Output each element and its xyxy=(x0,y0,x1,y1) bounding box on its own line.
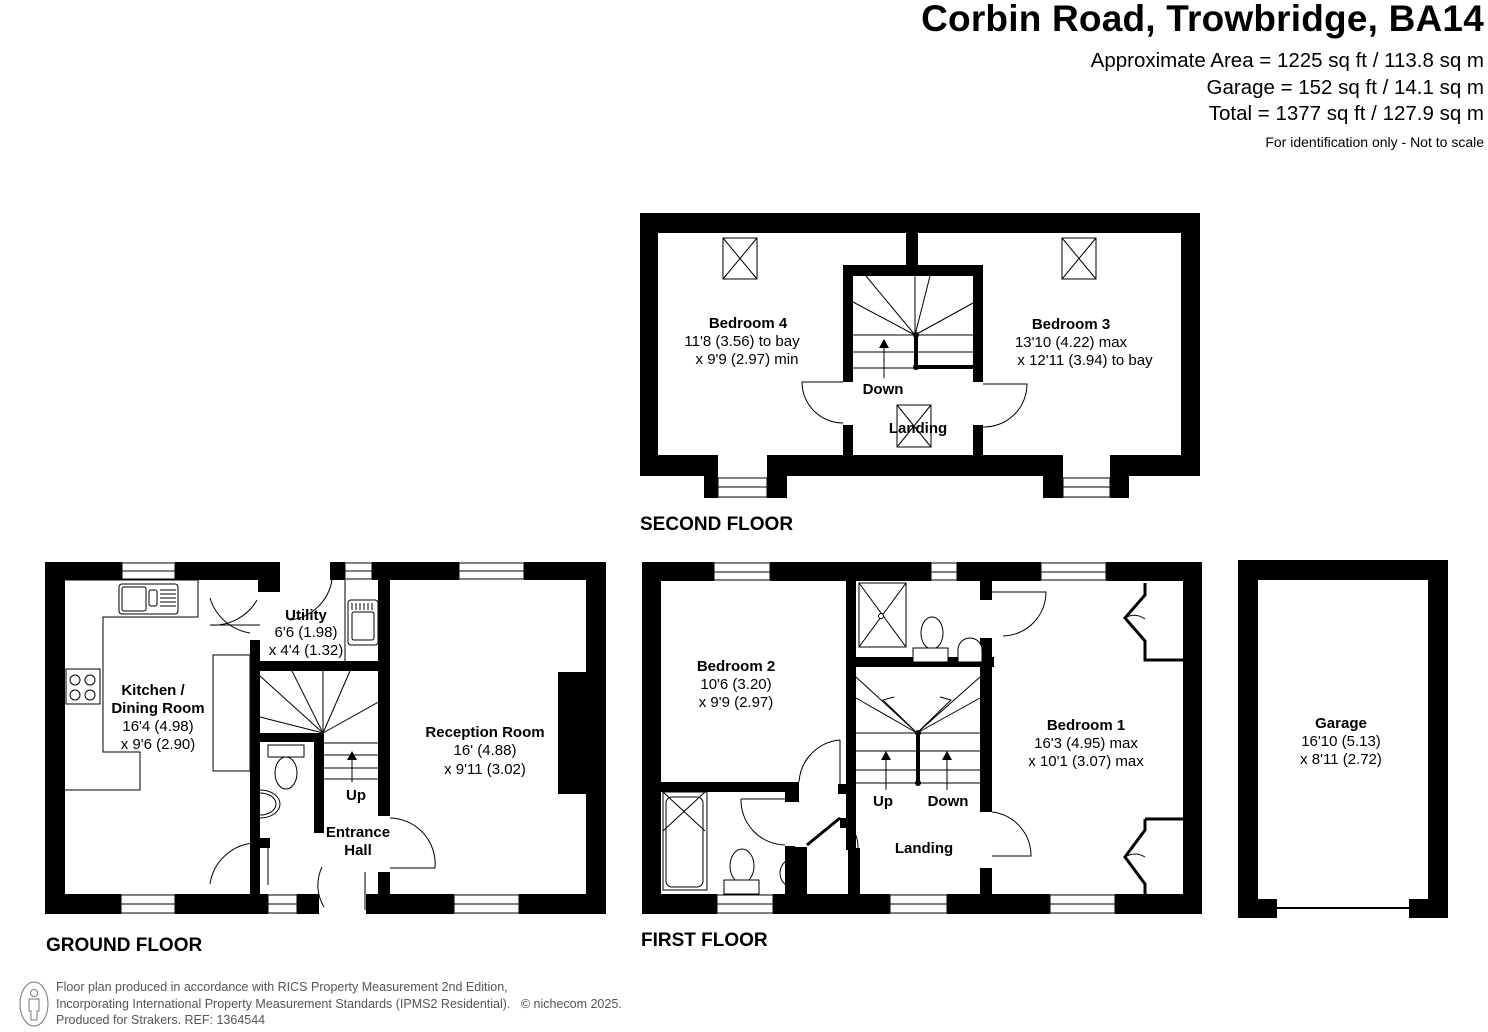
floor-label: SECOND FLOOR xyxy=(640,514,793,535)
room-name: Landing xyxy=(889,420,947,437)
basin-icon xyxy=(779,857,796,889)
footer-line: Incorporating International Property Mea… xyxy=(56,996,511,1011)
sink-icon xyxy=(118,583,179,615)
stairs-up-label: Up xyxy=(873,793,893,810)
room-dimensions: 6'6 (1.98) xyxy=(275,624,338,641)
room-dimensions: x 9'9 (2.97) xyxy=(699,694,774,711)
property-title: Corbin Road, Trowbridge, BA14 xyxy=(921,0,1484,39)
room-name: Landing xyxy=(895,840,953,857)
garage-area: Garage = 152 sq ft / 14.1 sq m xyxy=(1206,76,1484,99)
room-name: Garage xyxy=(1315,715,1367,732)
room-name: Reception Room xyxy=(425,724,544,741)
skylight-icon xyxy=(896,404,932,448)
toilet-icon xyxy=(912,616,949,663)
room-dimensions: x 9'9 (2.97) min xyxy=(696,351,799,368)
second-floor-plan: Bedroom 4 11'8 (3.56) to bay x 9'9 (2.97… xyxy=(640,213,1200,535)
staircase xyxy=(259,670,385,780)
room-dimensions: x 12'11 (3.94) to bay xyxy=(1017,352,1153,369)
room-name: Dining Room xyxy=(111,700,204,717)
stairs-label: Down xyxy=(863,381,904,398)
room-name: Bedroom 1 xyxy=(1047,717,1125,734)
room-name: Hall xyxy=(344,842,372,859)
arrow-up-icon xyxy=(879,339,889,378)
first-floor-plan: Bedroom 2 10'6 (3.20) x 9'9 (2.97) Bedro… xyxy=(641,562,1202,951)
stairs-down-label: Down xyxy=(928,793,969,810)
disclaimer: For identification only - Not to scale xyxy=(1265,134,1484,150)
skylight-icon xyxy=(1061,237,1097,280)
floor-label: FIRST FLOOR xyxy=(641,930,768,951)
copyright: © nichecom 2025. xyxy=(520,996,622,1011)
footer-line: Floor plan produced in accordance with R… xyxy=(56,980,508,994)
room-dimensions: x 10'1 (3.07) max xyxy=(1028,753,1144,770)
arrow-up-icon xyxy=(942,751,952,790)
room-dimensions: 16'4 (4.98) xyxy=(122,718,193,735)
total-area: Total = 1377 sq ft / 127.9 sq m xyxy=(1208,102,1484,125)
room-name: Entrance xyxy=(326,824,390,841)
skylight-icon xyxy=(722,237,758,280)
room-dimensions: x 8'11 (2.72) xyxy=(1300,751,1382,768)
staircase xyxy=(855,676,981,786)
footer-line: Produced for Strakers. REF: 1364544 xyxy=(56,1013,266,1027)
room-dimensions: 16'3 (4.95) max xyxy=(1034,735,1138,752)
hob-icon xyxy=(65,668,101,705)
staircase xyxy=(852,275,974,370)
ground-floor-plan: Kitchen / Dining Room 16'4 (4.98) x 9'6 … xyxy=(45,562,606,956)
shower-icon xyxy=(858,582,907,648)
room-dimensions: x 9'11 (3.02) xyxy=(444,761,526,778)
basin-icon xyxy=(259,789,281,819)
room-name: Bedroom 4 xyxy=(709,315,788,332)
room-name: Bedroom 3 xyxy=(1032,316,1110,333)
room-dimensions: x 9'6 (2.90) xyxy=(121,736,196,753)
basin-icon xyxy=(957,637,983,663)
room-dimensions: 16' (4.88) xyxy=(454,742,517,759)
person-outline-icon xyxy=(19,981,49,1027)
utility-sink-icon xyxy=(347,599,379,646)
bath-icon xyxy=(662,791,708,891)
stairs-label: Up xyxy=(346,787,366,804)
room-name: Kitchen / xyxy=(121,682,185,699)
footer-credits: Floor plan produced in accordance with R… xyxy=(56,979,622,1029)
approximate-area: Approximate Area = 1225 sq ft / 113.8 sq… xyxy=(1090,49,1484,72)
room-dimensions: 10'6 (3.20) xyxy=(700,676,771,693)
toilet-icon xyxy=(723,848,760,895)
arrow-up-icon xyxy=(881,751,891,790)
room-name: Utility xyxy=(285,607,327,624)
toilet-icon xyxy=(267,744,305,790)
room-dimensions: 11'8 (3.56) to bay xyxy=(684,333,800,350)
arrow-up-icon xyxy=(347,751,357,782)
room-name: Bedroom 2 xyxy=(697,658,775,675)
garage-plan: Garage 16'10 (5.13) x 8'11 (2.72) xyxy=(1238,560,1448,918)
room-dimensions: 16'10 (5.13) xyxy=(1301,733,1381,750)
room-dimensions: x 4'4 (1.32) xyxy=(269,642,344,659)
floor-label: GROUND FLOOR xyxy=(46,935,202,956)
room-dimensions: 13'10 (4.22) max xyxy=(1015,334,1128,351)
